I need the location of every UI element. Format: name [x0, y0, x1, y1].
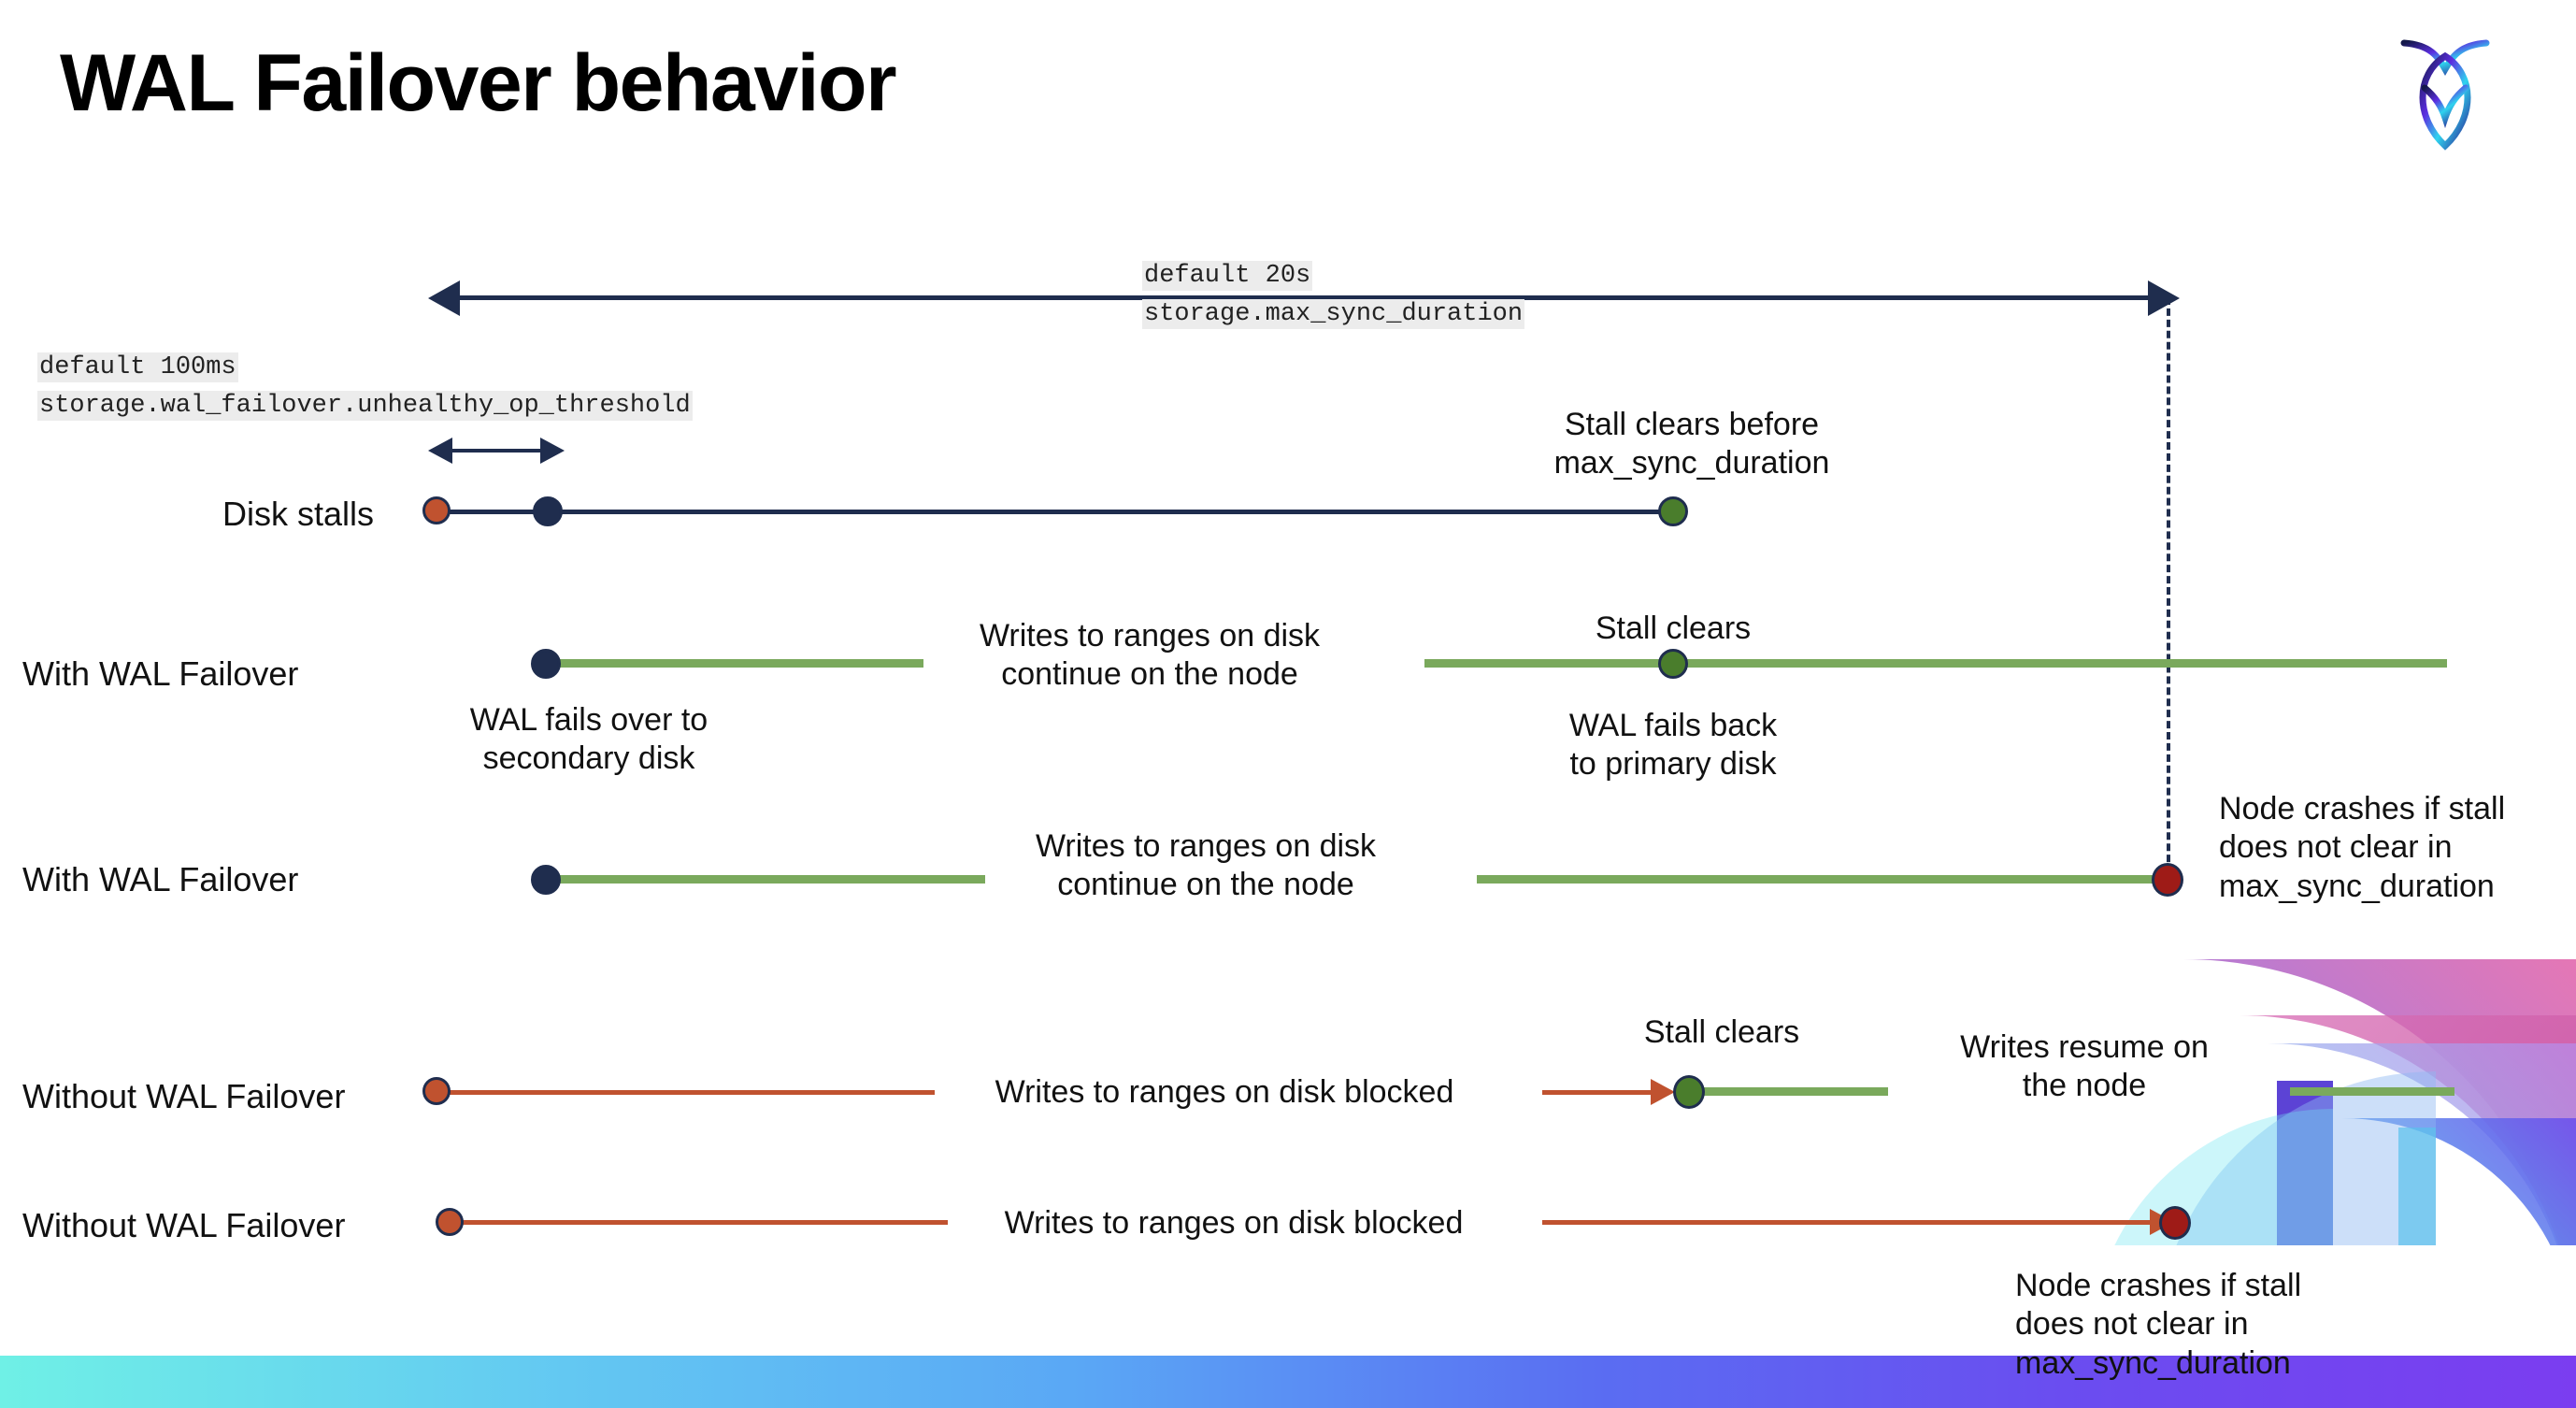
without-failover-green-segment-1 — [1701, 1087, 1888, 1096]
node-crash-dot-2 — [2159, 1206, 2191, 1240]
callout-stall-clears-2: Stall clears — [1643, 1014, 1800, 1050]
unhealthy-op-default: default 100ms — [37, 352, 238, 382]
without-failover-red-segment-1 — [449, 1090, 935, 1095]
max-sync-arrow-line — [458, 295, 2152, 300]
wal-failover-trigger-dot — [533, 496, 563, 526]
row-label-without-wal-failover-2: Without WAL Failover — [22, 1206, 346, 1244]
callout-stall-clears-before: Stall clears before max_sync_duration — [1553, 407, 1830, 481]
without-failover-red-segment-2 — [1542, 1090, 1656, 1095]
threshold-arrow-line — [449, 449, 542, 453]
without-failover-green-segment-2 — [2290, 1087, 2454, 1096]
callout-node-crashes-2: Node crashes if stall does not clear in … — [2015, 1268, 2302, 1381]
wal-failover-crash-green-segment-2 — [1477, 875, 2170, 884]
disk-stall-clear-dot — [1658, 496, 1688, 526]
cockroach-labs-logo-icon — [2389, 28, 2501, 159]
row-label-with-wal-failover-2: With WAL Failover — [22, 860, 299, 898]
max-sync-dashed-guide — [2167, 297, 2170, 884]
max-sync-arrow-left-head — [428, 280, 460, 316]
disk-stall-start-dot — [422, 496, 451, 524]
callout-writes-continue-1: Writes to ranges on disk continue on the… — [979, 618, 1321, 693]
callout-wal-fails-over: WAL fails over to secondary disk — [469, 702, 708, 777]
unhealthy-op-setting: storage.wal_failover.unhealthy_op_thresh… — [37, 390, 693, 421]
callout-stall-clears-1: Stall clears — [1595, 611, 1752, 646]
threshold-arrow-left-head — [428, 438, 452, 464]
max-sync-arrow-right-head — [2148, 280, 2180, 316]
wal-failover-stall-clear-dot — [1658, 649, 1688, 679]
callout-writes-resume: Writes resume on the node — [1960, 1029, 2209, 1104]
wal-failover-begin-dot — [531, 649, 561, 679]
unhealthy-op-annotation: default 100ms storage.wal_failover.unhea… — [37, 349, 693, 424]
row-label-with-wal-failover-1: With WAL Failover — [22, 654, 299, 693]
without-failover-stall-clear-dot — [1673, 1075, 1705, 1109]
max-sync-setting: storage.max_sync_duration — [1142, 298, 1525, 329]
max-sync-annotation: default 20s storage.max_sync_duration — [1142, 257, 1525, 333]
node-crash-dot-1 — [2152, 863, 2183, 897]
wal-failover-green-segment-2 — [1424, 659, 2447, 668]
callout-node-crashes-1: Node crashes if stall does not clear in … — [2219, 791, 2506, 904]
bottom-gradient-bar — [0, 1356, 2576, 1408]
row-label-without-wal-failover-1: Without WAL Failover — [22, 1077, 346, 1115]
max-sync-default: default 20s — [1142, 261, 1313, 291]
without-failover-crash-red-segment-1 — [460, 1220, 948, 1225]
disk-stalls-timeline — [445, 510, 1675, 514]
threshold-arrow-right-head — [540, 438, 565, 464]
without-failover-crash-red-segment-2 — [1542, 1220, 2167, 1225]
without-failover-stall-start-dot-1 — [422, 1077, 451, 1105]
without-failover-arrow-head-1 — [1651, 1079, 1675, 1105]
callout-wal-fails-back: WAL fails back to primary disk — [1568, 708, 1778, 783]
without-failover-stall-start-dot-2 — [436, 1208, 464, 1236]
wal-failover-crash-green-segment-1 — [550, 875, 985, 884]
wal-failover-crash-begin-dot — [531, 865, 561, 895]
callout-white-backdrop — [1980, 1245, 2576, 1359]
callout-writes-continue-2: Writes to ranges on disk continue on the… — [1035, 828, 1377, 903]
callout-writes-blocked-2: Writes to ranges on disk blocked — [1004, 1205, 1464, 1241]
callout-writes-blocked-1: Writes to ranges on disk blocked — [995, 1074, 1454, 1110]
page-title: WAL Failover behavior — [60, 38, 897, 128]
wal-failover-green-segment-1 — [550, 659, 923, 668]
row-label-disk-stalls: Disk stalls — [222, 495, 375, 533]
